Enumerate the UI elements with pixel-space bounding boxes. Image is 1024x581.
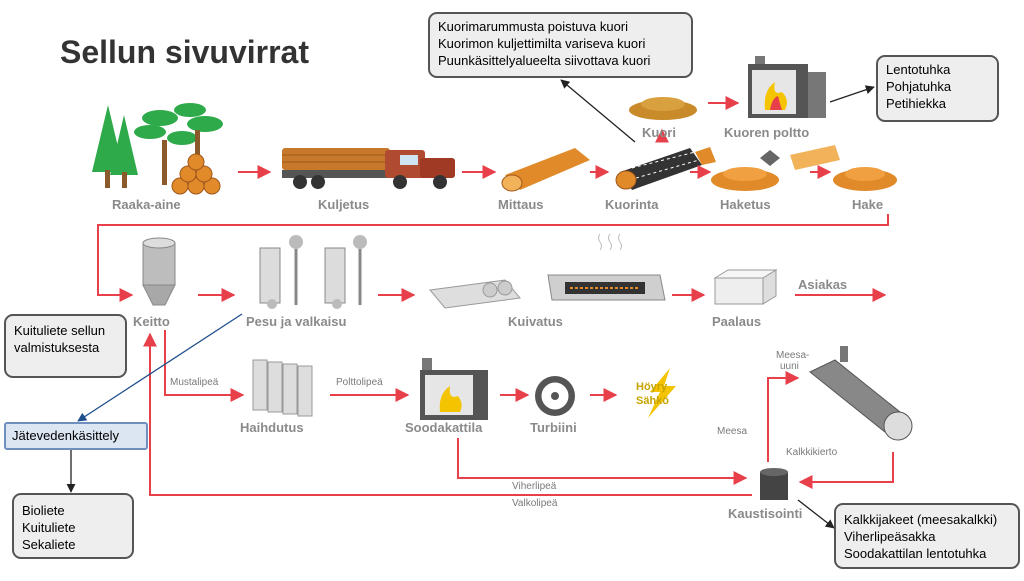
callout-connector xyxy=(77,313,243,422)
label-turbiini: Turbiini xyxy=(530,420,577,435)
flow-arrows xyxy=(97,96,894,496)
evaporators-illustration xyxy=(252,359,313,417)
washing-bleaching-illustration xyxy=(259,235,367,309)
label-kuljetus: Kuljetus xyxy=(318,197,369,212)
label-kuorinta: Kuorinta xyxy=(605,197,659,212)
label-mittaus: Mittaus xyxy=(498,197,544,212)
lime-kiln-illustration xyxy=(809,346,913,441)
trees-illustration xyxy=(92,103,223,188)
callout-line: Kuorimarummusta poistuva kuori xyxy=(438,19,629,34)
label-paalaus: Paalaus xyxy=(712,314,761,329)
flow-mustalipea: Mustalipeä xyxy=(170,377,219,388)
callout-line: Viherlipeäsakka xyxy=(844,529,936,544)
callout-connector xyxy=(829,85,875,103)
label-haketus: Haketus xyxy=(720,197,771,212)
callout-line: Kuituliete sellun xyxy=(14,323,106,338)
callout-connector xyxy=(560,79,636,143)
drying-machine-illustration xyxy=(429,233,666,309)
flow-kalkkikierto: Kalkkikierto xyxy=(786,447,838,458)
callout-line: Kuorimon kuljettimilta variseva kuori xyxy=(438,36,646,51)
label-asiakas: Asiakas xyxy=(798,277,847,292)
callout-line: Kuituliete xyxy=(22,520,76,535)
callout-line: Lentotuhka xyxy=(886,62,951,77)
causticizing-tank-illustration xyxy=(760,468,788,500)
callout-line: Sekaliete xyxy=(22,537,76,552)
log-pile-illustration xyxy=(171,153,221,195)
label-raaka-aine: Raaka-aine xyxy=(112,197,181,212)
arrow xyxy=(767,371,800,462)
flow-valkolipea: Valkolipeä xyxy=(512,498,558,509)
flow-meesa: Meesa xyxy=(717,426,747,437)
bark-pile-illustration xyxy=(629,97,697,120)
callout-line: Petihiekka xyxy=(886,96,946,111)
arrow xyxy=(457,438,748,485)
flow-viherlipea: Viherlipeä xyxy=(512,481,557,492)
log-measure-illustration xyxy=(501,148,590,192)
label-keitto: Keitto xyxy=(133,314,170,329)
label-kuivatus: Kuivatus xyxy=(508,314,563,329)
label-soodakattila: Soodakattila xyxy=(405,420,483,435)
digester-illustration xyxy=(142,237,176,306)
callout-kuori: Kuorimarummusta poistuva kuori Kuorimon … xyxy=(428,12,693,78)
label-haihdutus: Haihdutus xyxy=(240,420,304,435)
flow-polttolipea: Polttolipeä xyxy=(336,377,383,388)
label-kuoren-poltto: Kuoren poltto xyxy=(724,125,809,140)
arrow xyxy=(798,452,894,489)
label-pesu-ja-valkaisu: Pesu ja valkaisu xyxy=(246,314,347,329)
arrow xyxy=(164,330,245,402)
lightning-illustration xyxy=(648,368,676,418)
debarking-drum-illustration xyxy=(615,147,716,190)
callout-kalkki: Kalkkijakeet (meesakalkki) Viherlipeäsak… xyxy=(834,503,1020,569)
recovery-boiler-illustration xyxy=(420,358,488,420)
callout-line: Puunkäsittelyalueelta siivottava kuori xyxy=(438,53,651,68)
callout-line: Soodakattilan lentotuhka xyxy=(844,546,987,561)
callout-lietteet: Bioliete Kuituliete Sekaliete xyxy=(12,493,134,559)
label-hake: Hake xyxy=(852,197,883,212)
callout-line: Kalkkijakeet (meesakalkki) xyxy=(844,512,998,527)
logging-truck-illustration xyxy=(282,148,455,189)
wood-chips-illustration xyxy=(833,167,897,191)
turbine-illustration xyxy=(535,376,575,416)
arrow xyxy=(97,214,889,302)
label-meesauuni-1: Meesa- xyxy=(776,350,809,361)
bark-boiler-illustration xyxy=(748,56,826,118)
callout-line: valmistuksesta xyxy=(14,340,100,355)
label-hoyry: Höyry xyxy=(636,381,668,393)
label-meesauuni-2: uuni xyxy=(780,361,799,372)
page-title: Sellun sivuvirrat xyxy=(60,34,309,70)
label-sahko: Sähkö xyxy=(636,395,669,407)
callout-jatevedenkasittely: Jätevedenkäsittely xyxy=(4,422,148,450)
label-kuori: Kuori xyxy=(642,125,676,140)
bales-illustration xyxy=(713,269,778,305)
chipper-illustration xyxy=(711,145,840,191)
callout-line: Bioliete xyxy=(22,503,65,518)
callout-kuituliete: Kuituliete sellun valmistuksesta xyxy=(4,314,127,378)
callout-line: Pohjatuhka xyxy=(886,79,952,94)
callout-connector xyxy=(797,499,835,529)
label-kaustisointi: Kaustisointi xyxy=(728,506,802,521)
callout-tuhka: Lentotuhka Pohjatuhka Petihiekka xyxy=(876,55,999,122)
arrow xyxy=(143,332,752,496)
